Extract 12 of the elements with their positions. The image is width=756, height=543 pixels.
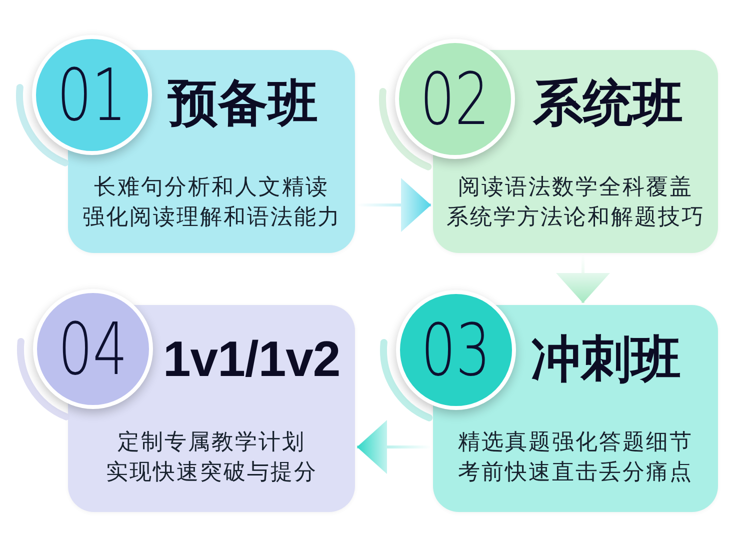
course-description: 精选真题强化答题细节考前快速直击丢分痛点 — [458, 428, 693, 486]
course-description: 定制专属教学计划实现快速突破与提分 — [106, 428, 318, 486]
course-description: 阅读语法数学全科覆盖系统学方法论和解题技巧 — [446, 173, 705, 231]
step-number: 02 — [420, 63, 490, 135]
course-description: 长难句分析和人文精读强化阅读理解和语法能力 — [82, 173, 341, 231]
course-title: 冲刺班 — [531, 332, 681, 387]
course-title: 系统班 — [533, 76, 683, 131]
course-title: 1v1/1v2 — [163, 332, 340, 387]
step-number: 03 — [421, 314, 491, 386]
step-number: 04 — [58, 313, 128, 385]
course-title: 预备班 — [168, 76, 318, 131]
step-number: 01 — [57, 59, 127, 131]
